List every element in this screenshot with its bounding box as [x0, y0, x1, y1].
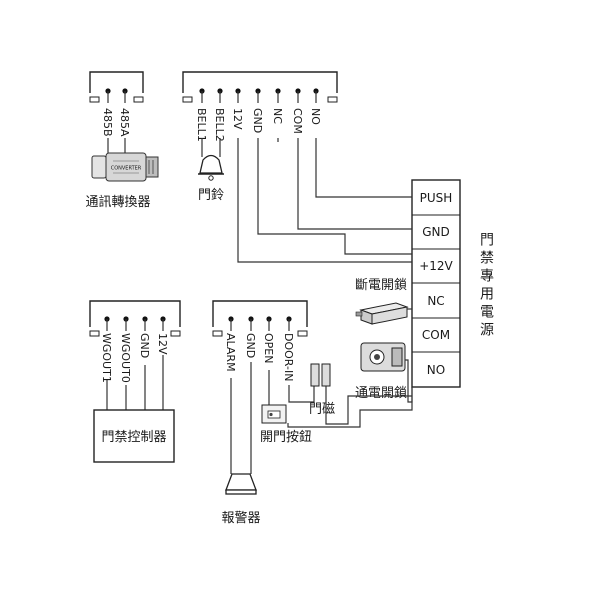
- door-sensor-icon: [310, 363, 331, 387]
- power-supply: PUSH GND +12V NC COM NO: [411, 179, 461, 388]
- exit-button-label: 開門按鈕: [260, 430, 312, 445]
- magnetic-lock-icon: [360, 342, 406, 372]
- alarm-pin-label: ALARM: [224, 333, 237, 372]
- main-pin-label: BELL1: [195, 108, 208, 142]
- door-sensor-label: 門磁: [309, 402, 335, 417]
- main-pin-label: NC: [271, 108, 284, 124]
- access-controller: [93, 409, 175, 463]
- converter-marking: CONVERTER: [111, 166, 142, 172]
- wiegand-connector: WGOUT1 WGOUT0 GND 12V: [89, 300, 181, 383]
- alarm-pin-label: DOOR-IN: [282, 333, 295, 381]
- exit-button-icon: [261, 404, 287, 424]
- main-pin-label: BELL2: [213, 108, 226, 142]
- converter-label: 通訊轉換器: [85, 195, 150, 210]
- door-bell-label: 門鈴: [198, 188, 224, 203]
- main-pin-label: GND: [251, 108, 264, 133]
- wiegand-pin-label: GND: [138, 333, 151, 358]
- power-supply-title: 門禁專用電源: [478, 232, 494, 340]
- main-pin-label: COM: [291, 108, 304, 134]
- main-pin-label: NO: [309, 108, 322, 125]
- controller-label: 門禁控制器: [101, 430, 166, 445]
- wiegand-pin-label: WGOUT0: [119, 333, 132, 383]
- psu-terminal-gnd: GND: [422, 225, 450, 239]
- psu-terminal-no: NO: [427, 363, 445, 377]
- bell-icon: [198, 154, 224, 181]
- psu-terminal-push: PUSH: [420, 191, 453, 205]
- alarm-siren-label: 報警器: [221, 510, 260, 526]
- psu-terminal-12v: +12V: [419, 259, 453, 273]
- converter-device: CONVERTER: [91, 152, 159, 182]
- main-connector: BELL1 BELL2 12V GND NC COM NO: [182, 71, 338, 142]
- psu-terminal-com: COM: [422, 328, 450, 342]
- fail-safe-lock-label: 通電開鎖: [355, 385, 407, 401]
- siren-icon: [225, 473, 257, 495]
- main-pin-label: 12V: [231, 108, 244, 130]
- electric-bolt-lock-icon: [355, 302, 409, 325]
- rs485-pin-label: 485B: [101, 108, 114, 137]
- alarm-pin-label: OPEN: [262, 333, 275, 363]
- alarm-pin-label: GND: [244, 333, 257, 358]
- psu-terminal-nc: NC: [427, 294, 444, 308]
- wiegand-pin-label: 12V: [156, 333, 169, 355]
- rs485-connector: 485B 485A: [89, 71, 144, 156]
- alarm-connector: ALARM GND OPEN DOOR-IN: [212, 300, 308, 381]
- fail-secure-lock-label: 斷電開鎖: [355, 277, 407, 293]
- wiegand-pin-label: WGOUT1: [100, 333, 113, 383]
- rs485-pin-label: 485A: [118, 108, 131, 137]
